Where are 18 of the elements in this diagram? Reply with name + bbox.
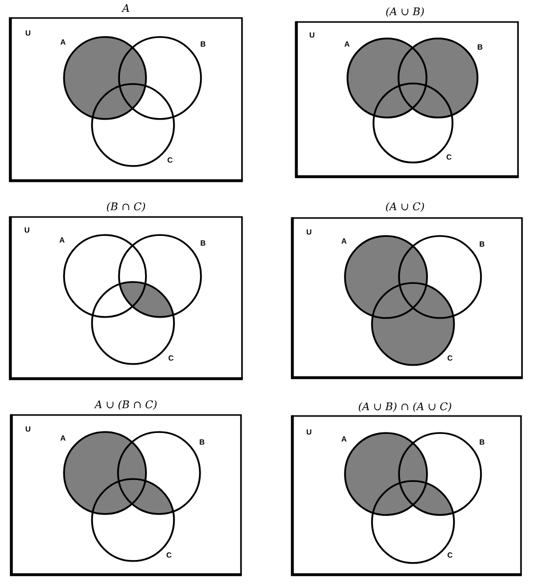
panel-title: (A ∪ C) (386, 202, 424, 212)
venn-circle (118, 36, 202, 120)
panel-title: A ∪ (B ∩ C) (94, 400, 157, 410)
panel-title: (A ∪ B) ∩ (A ∪ C) (358, 402, 452, 412)
venn-circle (346, 38, 428, 118)
venn-circle (91, 83, 175, 167)
venn-circle (63, 234, 147, 318)
venn-circle (117, 431, 201, 515)
venn-circle (371, 480, 455, 564)
panel-title: A (121, 4, 130, 12)
venn-circle (118, 234, 202, 318)
panel-title: (A ∪ B) (386, 7, 424, 17)
venn-circle (371, 282, 455, 366)
venn-circle (398, 38, 478, 118)
venn-circle (91, 281, 175, 365)
venn-circle (91, 478, 175, 562)
panel-title: (B ∩ C) (106, 202, 146, 212)
venn-circle (372, 82, 454, 164)
